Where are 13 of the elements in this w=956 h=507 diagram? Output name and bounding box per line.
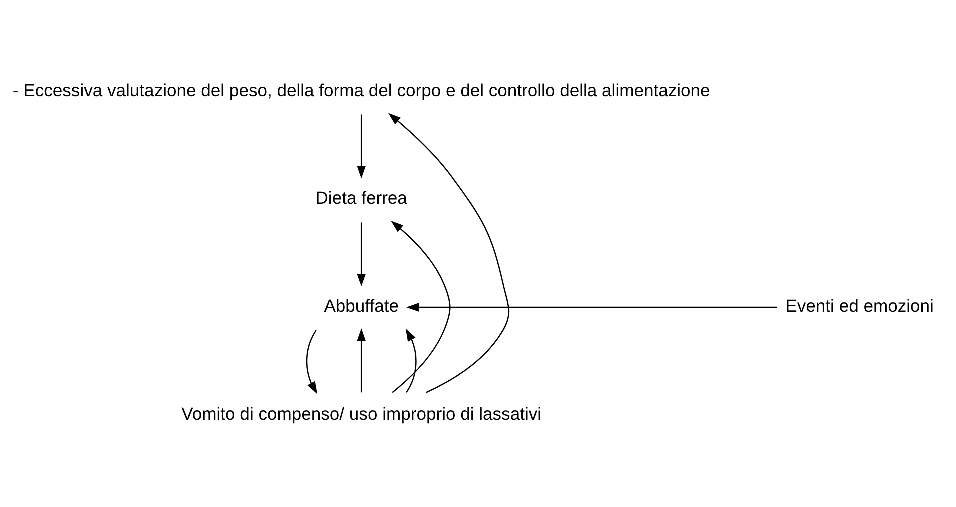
- node-text: Abbuffate: [324, 296, 400, 316]
- arrow: [357, 114, 366, 179]
- arrow: [406, 328, 417, 394]
- arrow: [388, 113, 510, 394]
- node-text: Vomito di compenso/ uso improprio di lassativi: [182, 404, 542, 424]
- arrow: [406, 303, 778, 312]
- arrow: [357, 328, 366, 393]
- arrow: [357, 222, 366, 287]
- arrow: [306, 330, 318, 394]
- node-text: Eventi ed emozioni: [786, 296, 934, 316]
- node-text: - Eccessiva valutazione del peso, della forma del corpo e del controllo della alimentazione: [12, 80, 710, 100]
- arrow: [391, 221, 451, 394]
- node-text: Dieta ferrea: [316, 188, 408, 208]
